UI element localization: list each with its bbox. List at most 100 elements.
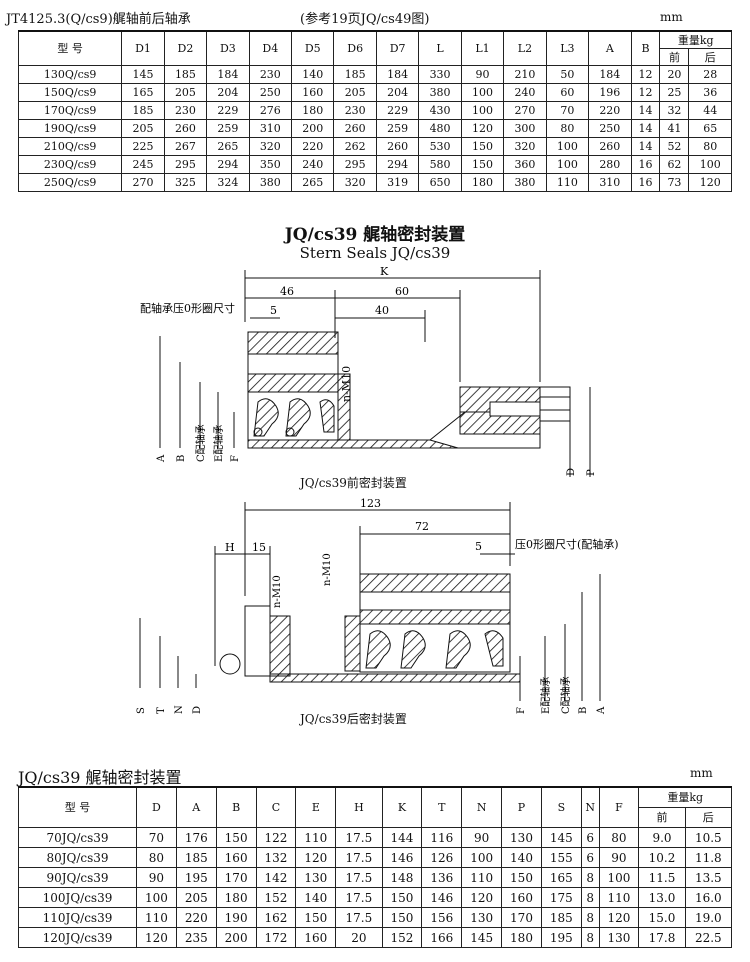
table1-header-10: L2 bbox=[503, 30, 547, 66]
table2-cell: 8 bbox=[580, 887, 600, 908]
table2-cell: 116 bbox=[421, 827, 463, 848]
table1-cell: 270 bbox=[503, 101, 547, 120]
table1-cell: 185 bbox=[163, 65, 208, 84]
table1-cell: 196 bbox=[588, 83, 632, 102]
table1-cell: 16 bbox=[630, 155, 661, 174]
table1-header-14: 重量kg bbox=[659, 30, 732, 49]
table1-header-8: L bbox=[418, 30, 462, 66]
table2-cell: 100 bbox=[461, 847, 503, 868]
table1-cell: 267 bbox=[163, 137, 208, 156]
table1-cell: 240 bbox=[503, 83, 547, 102]
table2-cell: 185 bbox=[175, 847, 217, 868]
front-dim-60: 60 bbox=[395, 285, 409, 298]
rear-label-d: D bbox=[192, 706, 203, 714]
rear-dim-15: 15 bbox=[252, 541, 266, 554]
table2-cell: 100 bbox=[135, 887, 177, 908]
table2-cell: 20 bbox=[335, 927, 383, 948]
table1-cell: 170Q/cs9 bbox=[17, 101, 123, 120]
table2-cell: 145 bbox=[540, 827, 582, 848]
table1-cell: 320 bbox=[333, 173, 377, 192]
table2-weight-sub-0: 前 bbox=[638, 807, 686, 828]
table1-cell: 310 bbox=[248, 119, 293, 138]
table1-cell: 110 bbox=[545, 173, 590, 192]
table1-cell: 80 bbox=[545, 119, 590, 138]
table2-cell: 160 bbox=[501, 887, 542, 908]
table1-cell: 50 bbox=[545, 65, 590, 84]
table1-unit: mm bbox=[660, 10, 683, 24]
table2-cell: 145 bbox=[461, 927, 503, 948]
table2-header-5: E bbox=[295, 786, 337, 828]
front-label-d: D bbox=[566, 468, 577, 476]
table1-cell: 320 bbox=[248, 137, 293, 156]
table1-cell: 200 bbox=[291, 119, 335, 138]
table1-cell: 100 bbox=[460, 101, 505, 120]
table1-cell: 205 bbox=[333, 83, 377, 102]
front-dim-46: 46 bbox=[280, 285, 294, 298]
table2-cell: 200 bbox=[215, 927, 257, 948]
table1-cell: 150Q/cs9 bbox=[17, 83, 123, 102]
table1-cell: 12 bbox=[630, 65, 661, 84]
front-label-p: P bbox=[586, 469, 597, 476]
table1-cell: 25 bbox=[659, 83, 690, 102]
table2-cell: 19.0 bbox=[684, 907, 733, 928]
table2-cell: 150 bbox=[381, 887, 423, 908]
table2-header-13: F bbox=[598, 786, 640, 828]
table1-cell: 120 bbox=[460, 119, 505, 138]
table1-cell: 190Q/cs9 bbox=[17, 119, 123, 138]
front-dim-5: 5 bbox=[270, 304, 277, 317]
table1-cell: 140 bbox=[291, 65, 335, 84]
table2-cell: 80JQ/cs39 bbox=[18, 847, 137, 868]
table2-cell: 120 bbox=[461, 887, 503, 908]
table2-weight-sub-1: 后 bbox=[684, 807, 733, 828]
table1-cell: 41 bbox=[659, 119, 690, 138]
front-note: 配轴承压0形圈尺寸 bbox=[140, 301, 235, 315]
table1-ref: (参考19页JQ/cs49图) bbox=[300, 12, 430, 27]
table2-cell: 90 bbox=[461, 827, 503, 848]
table1-cell: 44 bbox=[688, 101, 732, 120]
rear-label-n: N bbox=[174, 705, 185, 714]
table2-cell: 140 bbox=[501, 847, 542, 868]
table1-cell: 260 bbox=[163, 119, 208, 138]
table1-cell: 310 bbox=[588, 173, 632, 192]
table1-cell: 100 bbox=[688, 155, 732, 174]
table1-cell: 70 bbox=[545, 101, 590, 120]
table1-header-11: L3 bbox=[545, 30, 590, 66]
table1-cell: 240 bbox=[291, 155, 335, 174]
table1-cell: 360 bbox=[503, 155, 547, 174]
table2-cell: 130 bbox=[598, 927, 640, 948]
table2-cell: 90 bbox=[598, 847, 640, 868]
table1-cell: 230 bbox=[248, 65, 293, 84]
table2-cell: 220 bbox=[175, 907, 217, 928]
table2-cell: 146 bbox=[421, 887, 463, 908]
table2-cell: 100JQ/cs39 bbox=[18, 887, 137, 908]
table1-cell: 245 bbox=[121, 155, 165, 174]
table2-title: JQ/cs39 艉轴密封装置 bbox=[18, 768, 182, 787]
table2-cell: 146 bbox=[381, 847, 423, 868]
table2-cell: 110JQ/cs39 bbox=[18, 907, 137, 928]
table1-cell: 100 bbox=[460, 83, 505, 102]
table1-weight-sub-0: 前 bbox=[659, 48, 690, 66]
table1-cell: 204 bbox=[206, 83, 250, 102]
table2-header-3: B bbox=[215, 786, 257, 828]
table1-weight-sub-1: 后 bbox=[688, 48, 732, 66]
table1-cell: 100 bbox=[545, 155, 590, 174]
table1-header-6: D6 bbox=[333, 30, 377, 66]
table1-cell: 180 bbox=[460, 173, 505, 192]
table2-cell: 17.5 bbox=[335, 907, 383, 928]
drawing-subtitle: Stern Seals JQ/cs39 bbox=[299, 244, 451, 262]
table2-cell: 150 bbox=[215, 827, 257, 848]
table2-cell: 140 bbox=[295, 887, 337, 908]
table2-header-14: 重量kg bbox=[638, 786, 732, 808]
table1-cell: 262 bbox=[333, 137, 377, 156]
table1-cell: 184 bbox=[375, 65, 420, 84]
table1-header-3: D3 bbox=[206, 30, 250, 66]
table1-cell: 380 bbox=[503, 173, 547, 192]
